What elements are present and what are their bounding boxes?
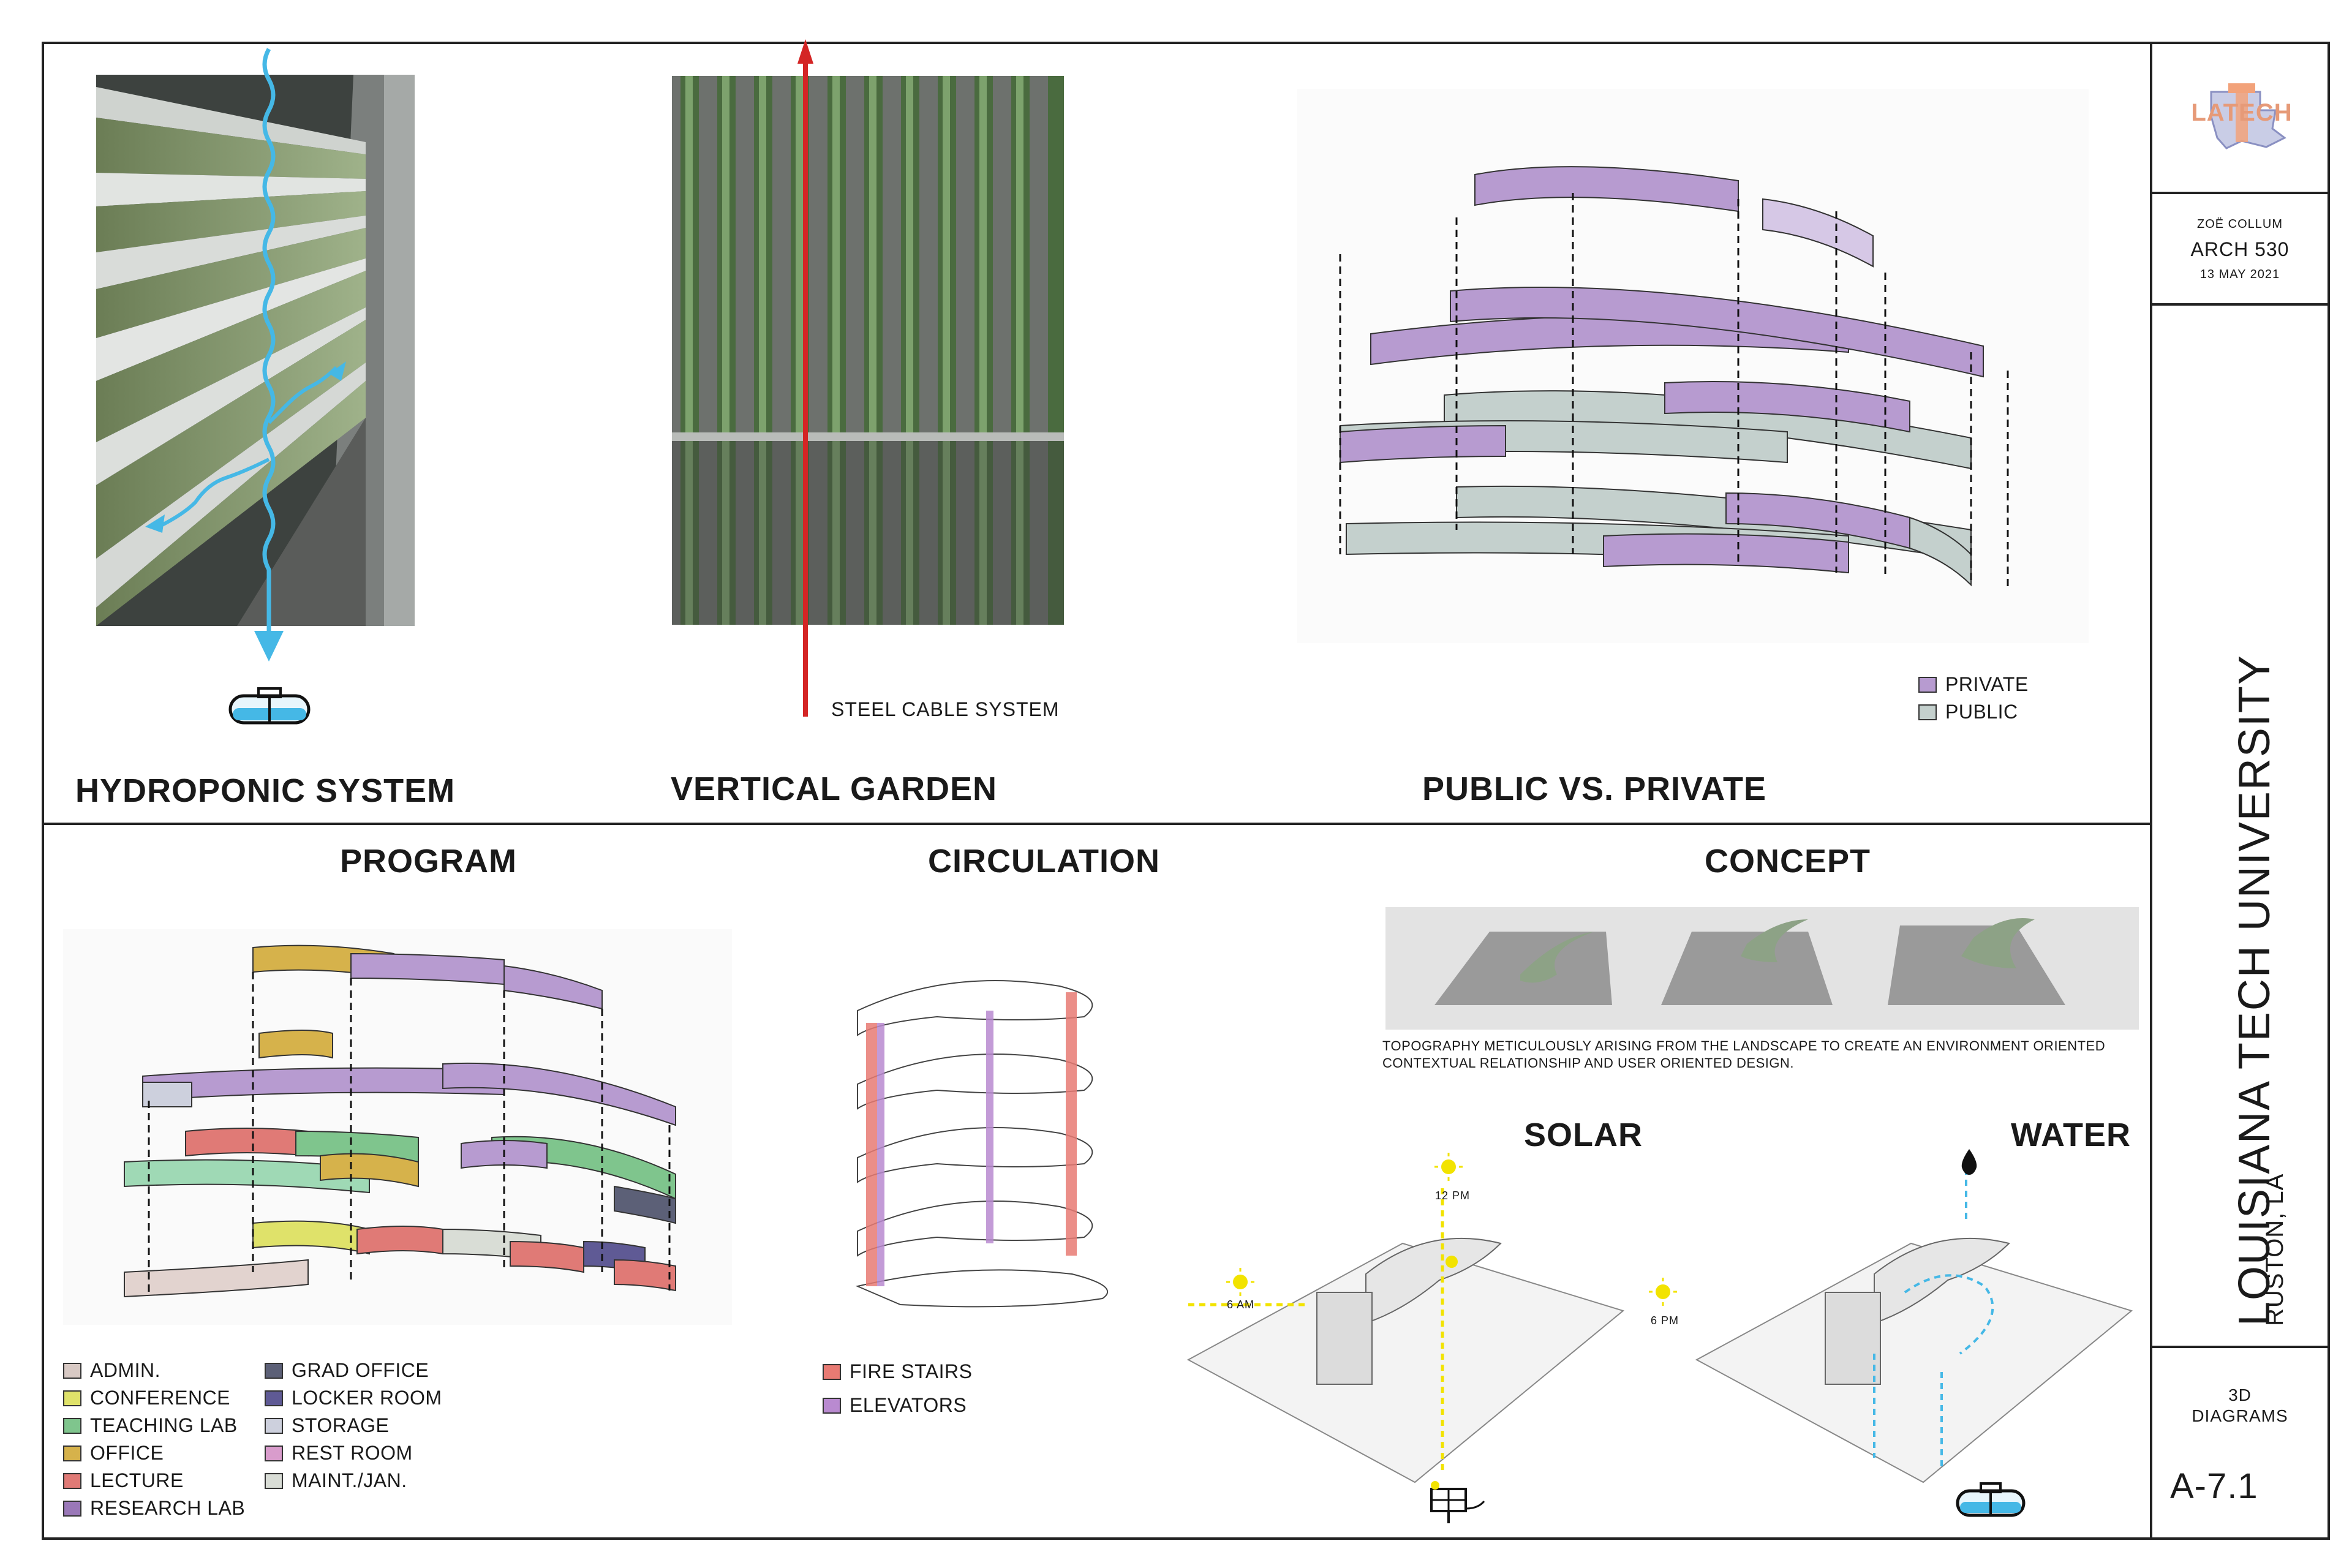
program-render	[63, 929, 732, 1325]
legend-item: LECTURE	[63, 1467, 245, 1494]
latech-logo: LATECH	[2168, 80, 2315, 153]
circulation-diagram	[855, 980, 1109, 1308]
circulation-legend: FIRE STAIRS ELEVATORS	[823, 1355, 972, 1422]
legend-item: MAINT./JAN.	[265, 1467, 442, 1494]
legend-label: CONFERENCE	[90, 1387, 231, 1409]
legend-item-fire-stairs: FIRE STAIRS	[823, 1355, 972, 1389]
water-title: WATER	[2011, 1117, 2131, 1153]
date: 13 MAY 2021	[2199, 268, 2280, 281]
concept-render	[1385, 907, 2139, 1030]
legend-label: PUBLIC	[1945, 701, 2018, 723]
conference-swatch	[63, 1390, 81, 1406]
lecture-swatch	[63, 1472, 81, 1489]
legend-label: MAINT./JAN.	[292, 1469, 407, 1491]
time-6am: 6 AM	[1227, 1298, 1255, 1311]
research-lab-swatch	[63, 1500, 81, 1517]
location: RUSTON, LA	[2261, 1173, 2288, 1326]
legend-label: TEACHING LAB	[90, 1414, 238, 1436]
time-6pm: 6 PM	[1651, 1314, 1679, 1327]
water-tank-icon	[228, 687, 311, 725]
program-massing	[124, 944, 676, 1298]
vertical-garden-image	[672, 76, 1064, 625]
solar-title: SOLAR	[1524, 1117, 1643, 1153]
private-swatch	[1918, 676, 1937, 693]
fire-stairs-swatch	[823, 1363, 841, 1380]
office-swatch	[63, 1445, 81, 1461]
vertical-garden-title: VERTICAL GARDEN	[671, 771, 998, 807]
legend-item-public: PUBLIC	[1918, 698, 2029, 726]
teaching-lab-swatch	[63, 1417, 81, 1434]
hydroponic-title: HYDROPONIC SYSTEM	[75, 772, 456, 809]
legend-label: STORAGE	[292, 1414, 390, 1436]
legend-label: REST ROOM	[292, 1442, 413, 1464]
legend-label: LOCKER ROOM	[292, 1387, 442, 1409]
legend-label: PRIVATE	[1945, 673, 2029, 695]
sheet-title-line-2: DIAGRAMS	[2192, 1406, 2288, 1425]
legend-item-private: PRIVATE	[1918, 671, 2029, 698]
elevators-swatch	[823, 1397, 841, 1414]
steel-cable-arrow	[797, 39, 813, 717]
admin-swatch	[63, 1362, 81, 1379]
legend-label: FIRE STAIRS	[850, 1360, 973, 1382]
public-private-legend: PRIVATE PUBLIC	[1918, 671, 2029, 726]
title-block-line-2	[2150, 303, 2330, 306]
grad-office-swatch	[265, 1362, 283, 1379]
steel-cable-label: STEEL CABLE SYSTEM	[831, 698, 1060, 720]
public-private-title: PUBLIC VS. PRIVATE	[1422, 771, 1767, 807]
title-block-line-1	[2150, 192, 2330, 194]
public-private-render	[1297, 89, 2089, 643]
vertical-garden-illustration	[672, 76, 1064, 625]
hydroponic-water-arrows	[145, 48, 346, 662]
legend-item: RESEARCH LAB	[63, 1494, 245, 1522]
legend-item: CONFERENCE	[63, 1384, 245, 1412]
legend-item-elevators: ELEVATORS	[823, 1389, 972, 1422]
legend-item: LOCKER ROOM	[265, 1384, 442, 1412]
sheet-border	[42, 42, 2330, 1540]
legend-label: RESEARCH LAB	[90, 1497, 246, 1519]
maint-jan-swatch	[265, 1472, 283, 1489]
legend-label: OFFICE	[90, 1442, 164, 1464]
sheet-number: A-7.1	[2170, 1466, 2258, 1506]
locker-room-swatch	[265, 1390, 283, 1406]
sun-icon-6am	[1226, 1268, 1254, 1296]
program-legend-col1: ADMIN. CONFERENCE TEACHING LAB OFFICE LE…	[63, 1357, 245, 1522]
public-swatch	[1918, 704, 1937, 720]
legend-item: STORAGE	[265, 1412, 442, 1439]
water-drop-icon	[1961, 1149, 1977, 1175]
louisiana-state-shape-icon	[2210, 83, 2286, 149]
legend-item: TEACHING LAB	[63, 1412, 245, 1439]
sheet-title-line-1: 3D	[2228, 1385, 2252, 1404]
legend-label: LECTURE	[90, 1469, 184, 1491]
circulation-title: CIRCULATION	[928, 843, 1160, 880]
storage-swatch	[265, 1417, 283, 1434]
program-title: PROGRAM	[340, 843, 517, 880]
course-number: ARCH 530	[2190, 238, 2290, 260]
legend-item: ADMIN.	[63, 1357, 245, 1384]
sun-icon-12pm	[1434, 1153, 1463, 1181]
solar-diagram	[1186, 1188, 1625, 1483]
title-block-line-3	[2150, 1346, 2330, 1348]
concept-note: TOPOGRAPHY METICULOUSLY ARISING FROM THE…	[1382, 1038, 2106, 1071]
legend-item: GRAD OFFICE	[265, 1357, 442, 1384]
legend-label: ELEVATORS	[850, 1394, 967, 1416]
water-diagram	[1695, 1158, 2133, 1483]
public-private-massing	[1339, 166, 2009, 591]
title-block-divider	[2150, 42, 2152, 1540]
logo-text: LATECH	[2191, 99, 2293, 126]
water-tank-icon-2	[1956, 1482, 2026, 1517]
legend-item: OFFICE	[63, 1439, 245, 1467]
legend-label: ADMIN.	[90, 1359, 160, 1381]
rest-room-swatch	[265, 1445, 283, 1461]
concept-title: CONCEPT	[1705, 843, 1871, 880]
legend-item: REST ROOM	[265, 1439, 442, 1467]
solar-panel-icon	[1430, 1481, 1485, 1523]
time-12pm: 12 PM	[1435, 1189, 1471, 1202]
concept-topography	[1385, 907, 2139, 1030]
legend-label: GRAD OFFICE	[292, 1359, 429, 1381]
horizontal-divider	[42, 823, 2152, 825]
program-legend-col2: GRAD OFFICE LOCKER ROOM STORAGE REST ROO…	[265, 1357, 442, 1494]
author-name: ZOË COLLUM	[2196, 217, 2283, 231]
sun-icon-6pm	[1649, 1278, 1677, 1306]
